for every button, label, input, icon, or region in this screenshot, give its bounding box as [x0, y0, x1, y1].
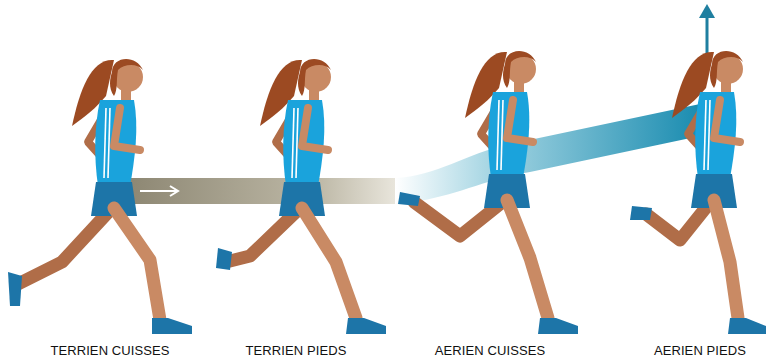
- phase-label: TERRIEN CUISSES: [50, 343, 169, 358]
- up-arrow: [699, 4, 715, 18]
- runner: [398, 51, 578, 334]
- runner: [216, 59, 386, 334]
- phase-label: AERIEN PIEDS: [654, 343, 746, 358]
- runner: [630, 51, 766, 334]
- air-band: [395, 104, 700, 204]
- runner: [8, 59, 192, 334]
- band-arrow: [170, 186, 178, 196]
- phase-label: AERIEN CUISSES: [435, 343, 545, 358]
- ground-band: [125, 178, 400, 204]
- band-arrow: [140, 190, 178, 192]
- phase-label: TERRIEN PIEDS: [246, 343, 347, 358]
